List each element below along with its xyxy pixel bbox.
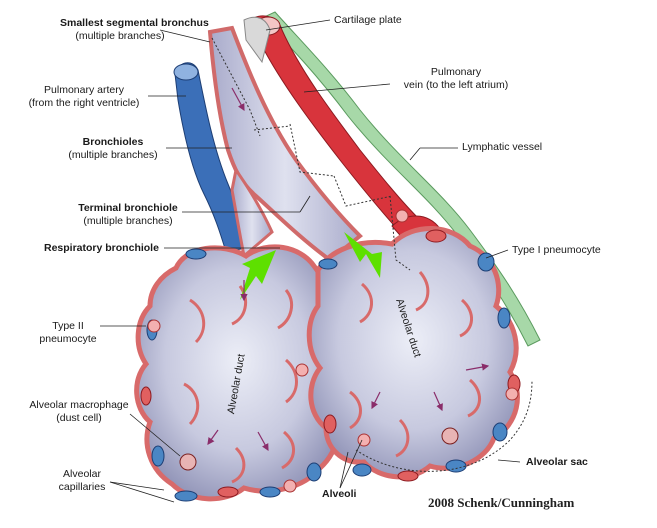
label-macrophage-line1: Alveolar macrophage — [29, 399, 129, 411]
label-capillaries-line1: Alveolar — [63, 468, 101, 480]
label-pulmonary-artery: Pulmonary artery (from the right ventric… — [16, 84, 152, 109]
airway-tube — [207, 25, 363, 263]
label-alveoli: Alveoli — [322, 488, 357, 500]
image-credit: 2008 Schenk/Cunningham — [428, 495, 575, 510]
alveolar-capillaries — [140, 229, 521, 502]
label-cartilage-plate: Cartilage plate — [334, 14, 402, 26]
label-smallest-bronchus: Smallest segmental bronchus (multiple br… — [60, 17, 209, 42]
label-terminal-bronchiole-title: Terminal bronchiole — [78, 202, 178, 214]
label-alveolar-macrophage: Alveolar macrophage (dust cell) — [24, 399, 134, 424]
label-bronchioles-title: Bronchioles — [82, 136, 144, 148]
label-respiratory-bronchiole: Respiratory bronchiole — [44, 242, 159, 254]
diffusion-arrows — [207, 87, 490, 452]
label-bronchioles: Bronchioles (multiple branches) — [58, 136, 168, 161]
label-smallest-bronchus-sub: (multiple branches) — [75, 29, 165, 42]
alveolar-macrophages — [179, 427, 459, 471]
alveolar-septa-right — [349, 271, 481, 458]
label-pulmonary-vein-line1: Pulmonary — [430, 66, 482, 78]
label-bronchioles-sub: (multiple branches) — [68, 148, 158, 161]
label-pulmonary-vein: Pulmonary vein (to the left atrium) — [386, 66, 526, 91]
label-type-ii-line1: Type II — [52, 320, 84, 332]
leader-lines — [100, 19, 521, 503]
label-pulmonary-artery-sub: (from the right ventricle) — [28, 96, 140, 109]
cartilage-plate — [243, 16, 271, 64]
label-terminal-bronchiole: Terminal bronchiole (multiple branches) — [72, 202, 184, 227]
label-pulmonary-artery-title: Pulmonary artery — [44, 84, 124, 96]
label-type-ii-pneumocyte: Type II pneumocyte — [36, 320, 100, 345]
label-type-ii-line2: pneumocyte — [39, 332, 97, 345]
label-alveolar-sac: Alveolar sac — [526, 456, 588, 468]
alveolar-septa-left — [183, 285, 298, 484]
label-terminal-bronchiole-sub: (multiple branches) — [83, 214, 173, 227]
label-macrophage-line2: (dust cell) — [56, 411, 102, 424]
pulmonary-vein — [249, 15, 421, 233]
airflow-arrows — [240, 232, 382, 300]
label-lymphatic-vessel: Lymphatic vessel — [462, 141, 543, 153]
label-smallest-bronchus-title: Smallest segmental bronchus — [60, 17, 209, 29]
artery-cut-end — [173, 63, 199, 81]
label-pulmonary-vein-line2: vein (to the left atrium) — [403, 78, 509, 91]
label-capillaries-line2: capillaries — [58, 480, 106, 493]
region-dotted-lines — [211, 37, 533, 472]
label-type-i-pneumocyte: Type I pneumocyte — [512, 244, 601, 256]
label-alveolar-capillaries: Alveolar capillaries — [52, 468, 112, 493]
